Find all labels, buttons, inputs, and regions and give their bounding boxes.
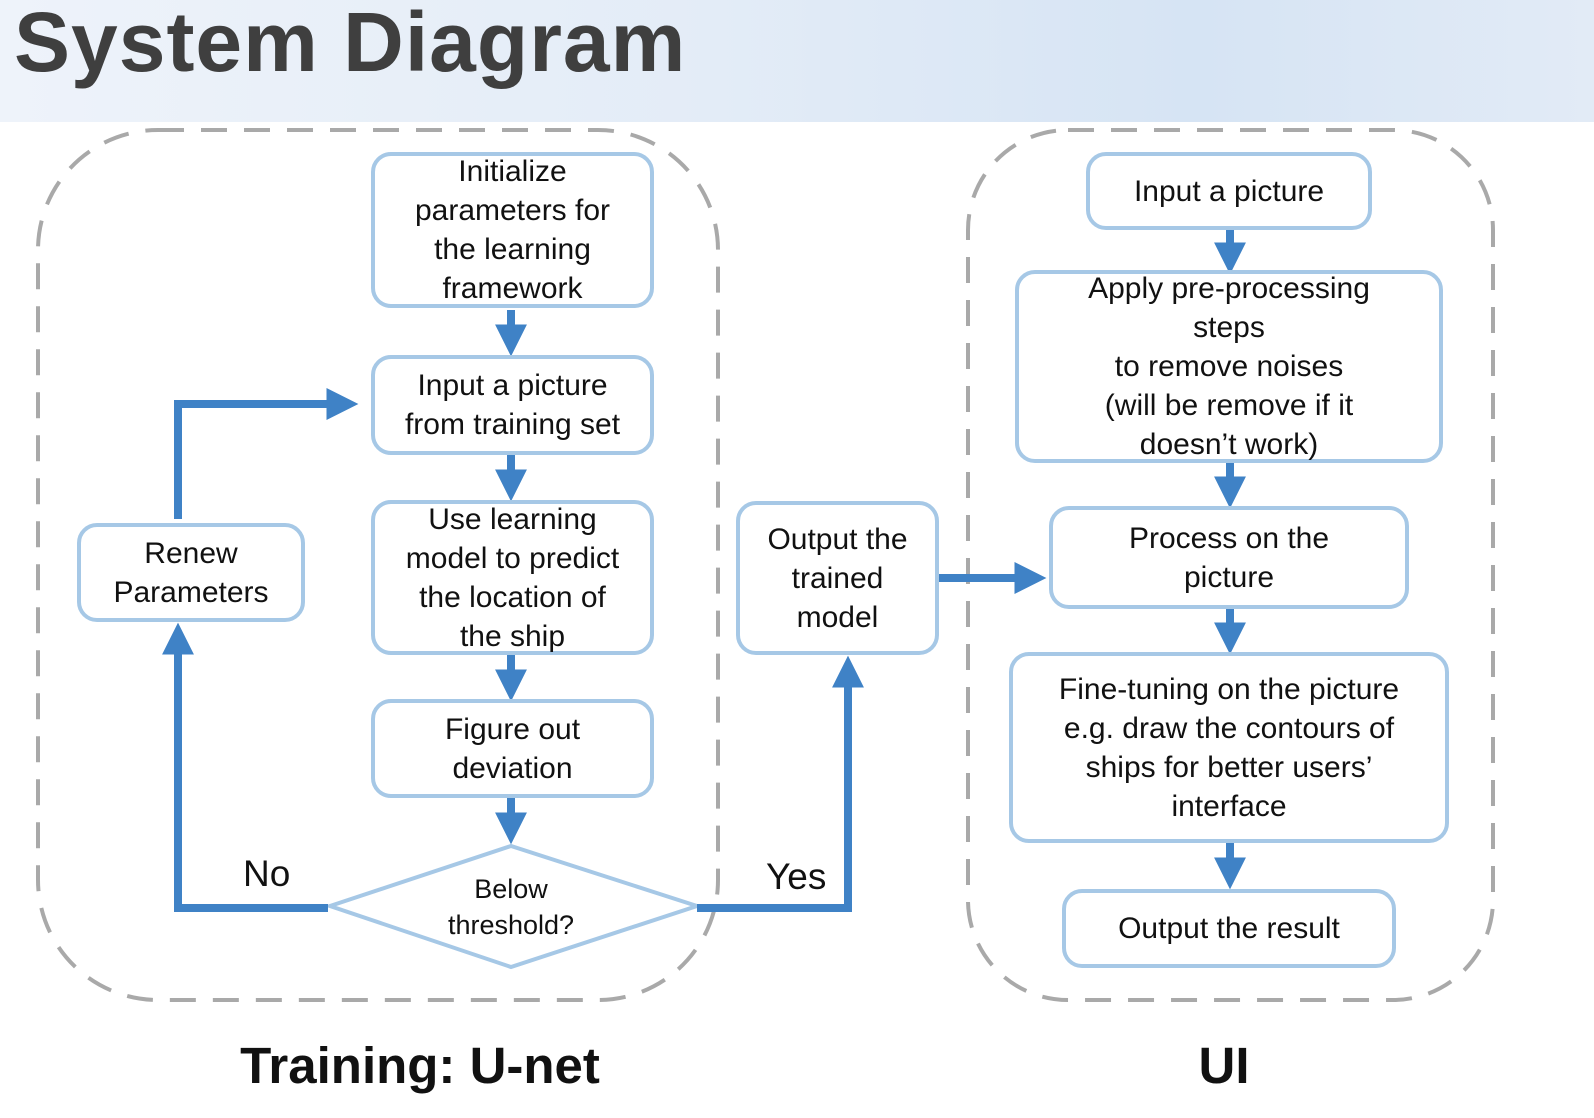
training-section-label: Training: U-net: [240, 1037, 600, 1094]
init-parameters-box: Initialize parameters for the learning f…: [371, 152, 654, 308]
ui-input-picture-box: Input a picture: [1086, 152, 1372, 230]
arrow-no-to-renew: [162, 622, 328, 912]
predict-location-box: Use learning model to predict the locati…: [371, 500, 654, 655]
header-banner: [0, 0, 1594, 122]
training-group: [36, 128, 720, 1002]
yes-label: Yes: [766, 856, 827, 897]
renew-parameters-box: Renew Parameters: [77, 523, 305, 622]
no-label: No: [243, 853, 291, 894]
output-result-box: Output the result: [1062, 889, 1396, 968]
decision-label: Below threshold?: [447, 874, 575, 940]
process-picture-box: Process on the picture: [1049, 506, 1409, 609]
finetune-box: Fine-tuning on the picture e.g. draw the…: [1009, 652, 1449, 843]
preprocess-box: Apply pre-processing steps to remove noi…: [1015, 270, 1443, 463]
figure-deviation-box: Figure out deviation: [371, 699, 654, 798]
input-training-picture-box: Input a picture from training set: [371, 355, 654, 455]
page-title: System Diagram: [14, 0, 687, 89]
ui-group: [966, 128, 1495, 1002]
output-trained-model-box: Output the trained model: [736, 501, 939, 655]
ui-section-label: UI: [1198, 1037, 1250, 1094]
arrow-renew-to-input: [174, 388, 359, 519]
arrow-yes-to-output: [697, 655, 864, 912]
